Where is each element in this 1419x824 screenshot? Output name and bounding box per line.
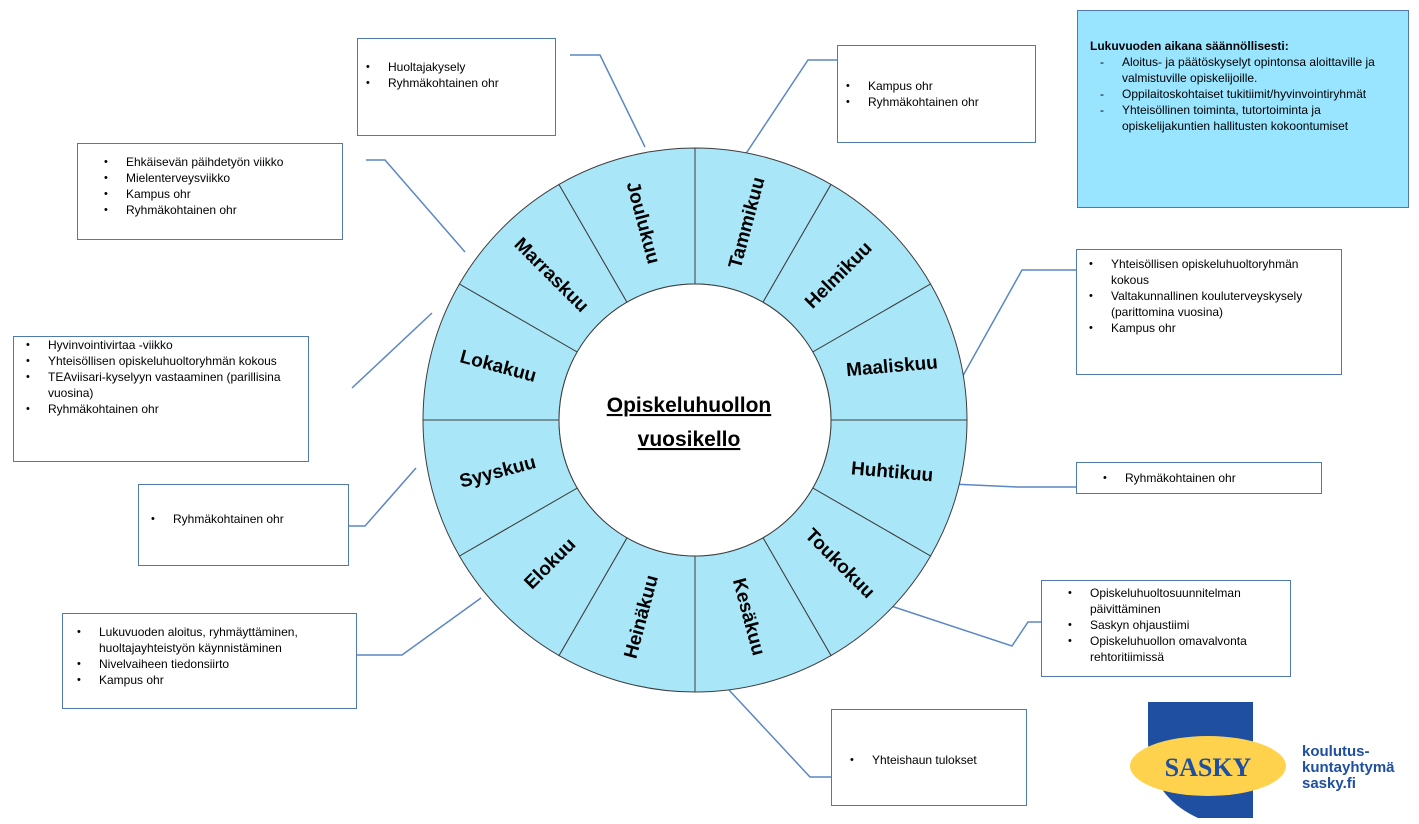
connector-line bbox=[366, 159, 466, 253]
info-item: Oppilaitoskohtaiset tukitiimit/hyvinvoin… bbox=[1100, 86, 1396, 102]
box-april: Ryhmäkohtainen ohr bbox=[1076, 462, 1322, 494]
box-december: Huoltajakysely Ryhmäkohtainen ohr bbox=[357, 38, 556, 136]
connector-line bbox=[357, 597, 482, 656]
box-item: Kampus ohr bbox=[1089, 320, 1331, 336]
wheel-center bbox=[558, 283, 832, 557]
connector-line bbox=[954, 269, 1076, 391]
info-heading: Lukuvuoden aikana säännöllisesti: bbox=[1090, 39, 1289, 53]
box-item: Mielenterveysviikko bbox=[104, 170, 332, 186]
info-item: Aloitus- ja päätöskyselyt opintonsa aloi… bbox=[1100, 54, 1396, 86]
box-item: Nivelvaiheen tiedonsiirto bbox=[77, 656, 346, 672]
box-item: Kampus ohr bbox=[104, 186, 332, 202]
connector-line bbox=[349, 467, 417, 527]
info-item: Yhteisöllinen toiminta, tutortoiminta ja… bbox=[1100, 102, 1396, 134]
box-item: Yhteishaun tulokset bbox=[850, 752, 1016, 768]
box-item: Ryhmäkohtainen ohr bbox=[26, 401, 298, 417]
logo-mark-text: SASKY bbox=[1165, 753, 1252, 782]
logo-ellipse-yellow bbox=[1130, 736, 1286, 796]
box-march: Yhteisöllisen opiskeluhuoltoryhmän kokou… bbox=[1076, 249, 1342, 375]
connector-line bbox=[351, 312, 433, 389]
box-item: Saskyn ohjaustiimi bbox=[1068, 617, 1280, 633]
box-item: Valtakunnallinen kouluterveyskysely (par… bbox=[1089, 288, 1331, 320]
sasky-logo: SASKY bbox=[1130, 702, 1286, 818]
connector-line bbox=[728, 689, 831, 778]
box-may: Opiskeluhuoltosuunnitelman päivittäminen… bbox=[1041, 580, 1291, 677]
box-item: Ryhmäkohtainen ohr bbox=[151, 511, 338, 527]
connector-line bbox=[951, 483, 1076, 488]
connector-line bbox=[744, 59, 838, 156]
box-item: Kampus ohr bbox=[77, 672, 346, 688]
connector-line bbox=[887, 604, 1041, 647]
month-segments bbox=[422, 147, 968, 693]
box-item: Ryhmäkohtainen ohr bbox=[1103, 470, 1311, 486]
connector-line bbox=[570, 54, 646, 148]
box-item: Opiskeluhuoltosuunnitelman päivittäminen bbox=[1068, 585, 1280, 617]
box-item: Ryhmäkohtainen ohr bbox=[846, 94, 1025, 110]
box-item: Ryhmäkohtainen ohr bbox=[104, 202, 332, 218]
box-october: Hyvinvointivirtaa -viikko Yhteisöllisen … bbox=[13, 336, 309, 462]
connector-lines bbox=[349, 54, 1076, 778]
box-item: Yhteisöllisen opiskeluhuoltoryhmän kokou… bbox=[1089, 256, 1331, 288]
box-item: Hyvinvointivirtaa -viikko bbox=[26, 337, 298, 353]
logo-line1: koulutus- bbox=[1302, 743, 1370, 760]
logo-line2: kuntayhtymä bbox=[1302, 759, 1395, 776]
logo-line3: sasky.fi bbox=[1302, 775, 1356, 792]
box-item: Huoltajakysely bbox=[366, 59, 545, 75]
box-january: Kampus ohr Ryhmäkohtainen ohr bbox=[837, 45, 1036, 143]
box-september: Ryhmäkohtainen ohr bbox=[138, 484, 349, 566]
wheel-title-line2: vuosikello bbox=[638, 428, 741, 451]
wheel-title-line1: Opiskeluhuollon bbox=[607, 394, 772, 417]
box-november: Ehkäisevän päihdetyön viikko Mielenterve… bbox=[77, 143, 343, 240]
box-item: Kampus ohr bbox=[846, 78, 1025, 94]
box-june: Yhteishaun tulokset bbox=[831, 709, 1027, 806]
box-item: Yhteisöllisen opiskeluhuoltoryhmän kokou… bbox=[26, 353, 298, 369]
logo-caption: koulutus- kuntayhtymä sasky.fi bbox=[1302, 744, 1395, 792]
box-item: Ryhmäkohtainen ohr bbox=[366, 75, 545, 91]
info-box-regular-activities: Lukuvuoden aikana säännöllisesti: Aloitu… bbox=[1077, 10, 1409, 208]
box-item: Opiskeluhuollon omavalvonta rehtoritiimi… bbox=[1068, 633, 1280, 665]
box-item: Lukuvuoden aloitus, ryhmäyttäminen, huol… bbox=[77, 624, 346, 656]
box-item: Ehkäisevän päihdetyön viikko bbox=[104, 154, 332, 170]
box-august: Lukuvuoden aloitus, ryhmäyttäminen, huol… bbox=[62, 613, 357, 709]
box-item: TEAviisari-kyselyyn vastaaminen (parilli… bbox=[26, 369, 298, 401]
